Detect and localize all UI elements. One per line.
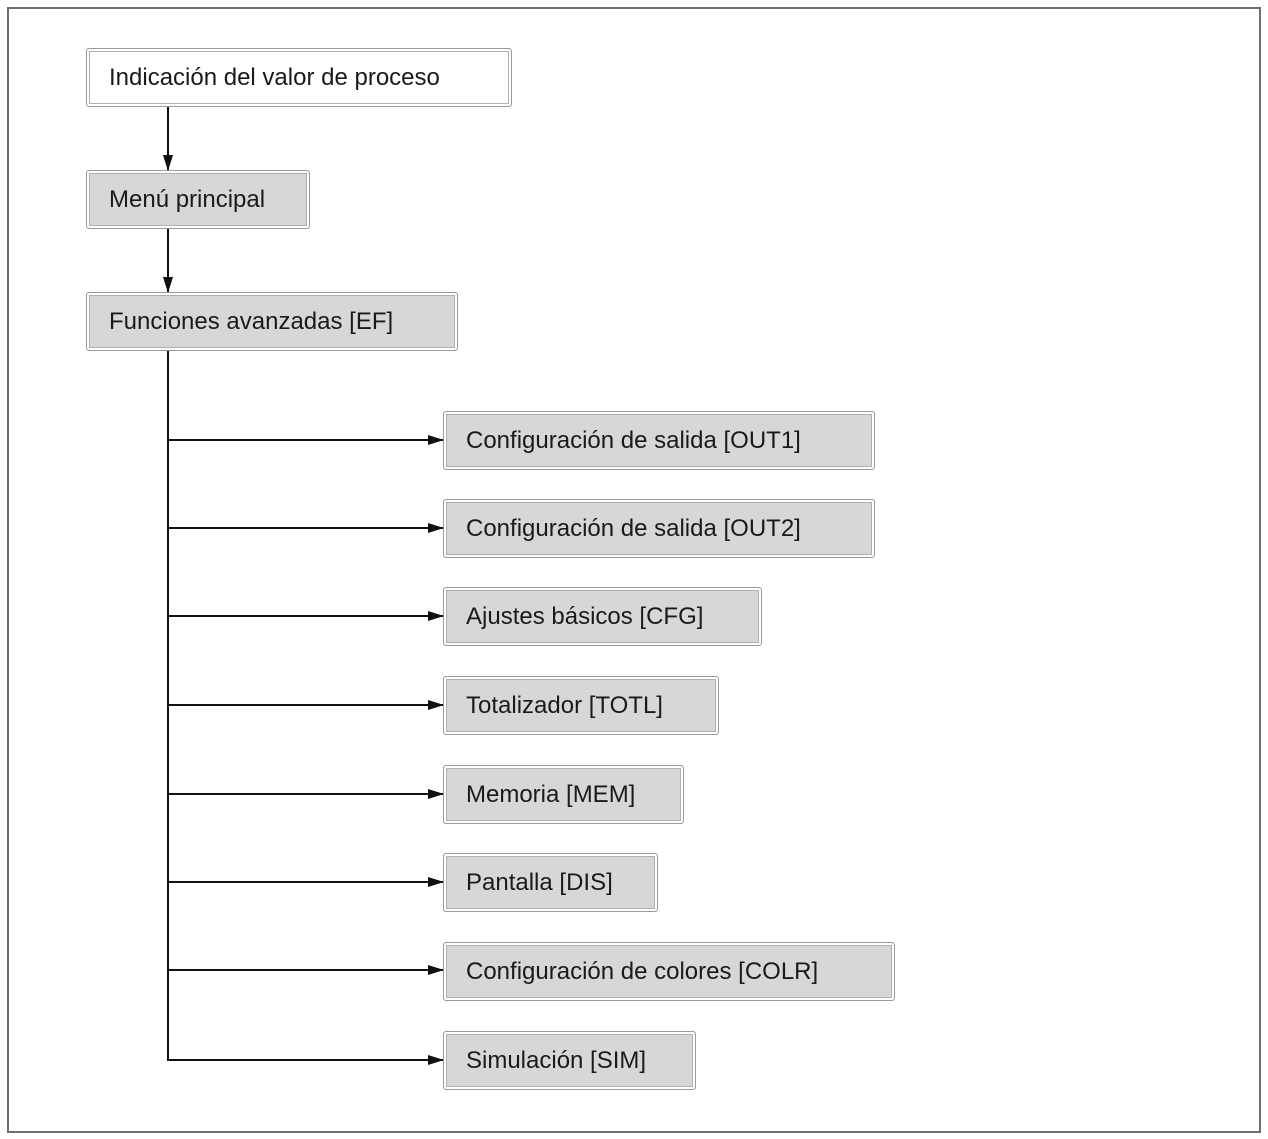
process-value-box: Indicación del valor de proceso [86, 48, 512, 107]
output-config-out2-box: Configuración de salida [OUT2] [443, 499, 875, 558]
advanced-functions-box: Funciones avanzadas [EF] [86, 292, 458, 351]
memory-mem-box: Memoria [MEM] [443, 765, 684, 824]
main-menu-box: Menú principal [86, 170, 310, 229]
diagram-frame [7, 7, 1261, 1133]
color-config-colr-box: Configuración de colores [COLR] [443, 942, 895, 1001]
basic-settings-cfg-box: Ajustes básicos [CFG] [443, 587, 762, 646]
display-dis-box: Pantalla [DIS] [443, 853, 658, 912]
output-config-out1-box: Configuración de salida [OUT1] [443, 411, 875, 470]
simulation-sim-box: Simulación [SIM] [443, 1031, 696, 1090]
totalizer-totl-box: Totalizador [TOTL] [443, 676, 719, 735]
